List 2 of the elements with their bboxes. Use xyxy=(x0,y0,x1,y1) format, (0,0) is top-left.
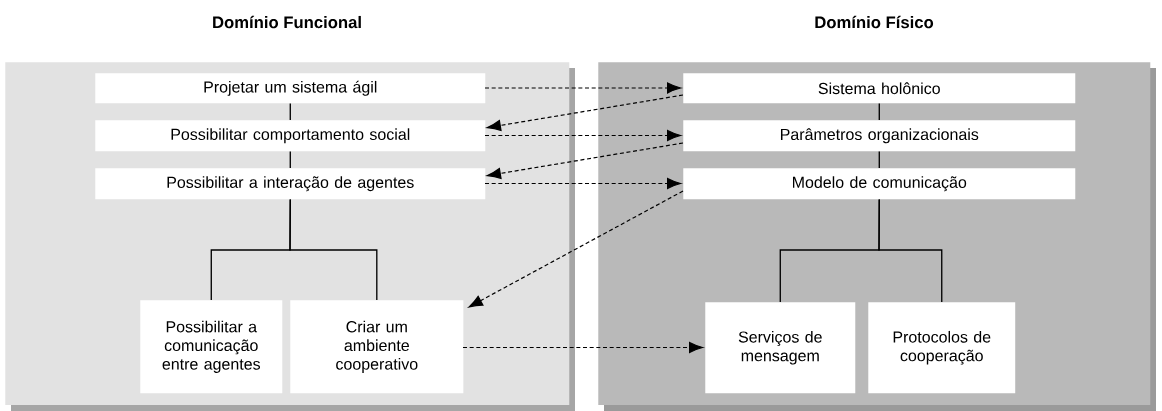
panel-title: Domínio Físico xyxy=(815,15,934,29)
panel-title: Domínio Funcional xyxy=(213,15,361,29)
